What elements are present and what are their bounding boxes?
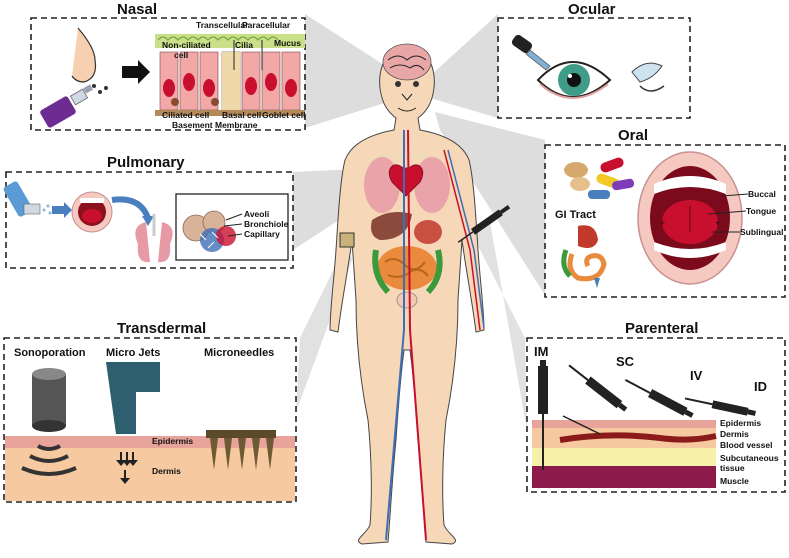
- ocular-panel: Ocular: [497, 1, 691, 119]
- sonoporation-label: Sonoporation: [14, 347, 86, 359]
- tongue-label: Tongue: [746, 206, 776, 216]
- bronchiole-label: Bronchiole: [244, 219, 289, 229]
- parenteral-title: Parenteral: [625, 320, 698, 337]
- microneedle-patch-icon: [206, 430, 276, 470]
- basal-cell-label: Basal cell: [222, 110, 261, 120]
- id-label: ID: [754, 379, 767, 394]
- syringe-iv-icon: [624, 379, 694, 418]
- ultrasound-probe-icon: [32, 368, 66, 432]
- human-body: [329, 43, 511, 545]
- aveoli-label: Aveoli: [244, 209, 269, 219]
- pulmonary-panel: Pulmonary: [3, 154, 294, 269]
- buccal-label: Buccal: [748, 189, 776, 199]
- parenteral-panel: Parenteral IM SC IV ID: [526, 320, 786, 493]
- epidermis-layer-label: Epidermis: [720, 418, 761, 428]
- epithelium-inset: [155, 34, 305, 116]
- muscle-label: Muscle: [720, 476, 749, 486]
- svg-text:+: +: [715, 218, 720, 228]
- transdermal-title: Transdermal: [117, 320, 206, 337]
- nasal-spray-icon: [40, 84, 93, 128]
- micro-jets-label: Micro Jets: [106, 347, 160, 359]
- mucus-label: Mucus: [274, 38, 301, 48]
- dermis-layer-label: Dermis: [720, 429, 749, 439]
- cell-label: cell: [174, 50, 188, 60]
- oral-title: Oral: [618, 127, 648, 144]
- epidermis-label: Epidermis: [152, 436, 193, 446]
- blood-vessel-label: Blood vessel: [720, 440, 772, 450]
- curved-arrow-icon: [111, 196, 151, 220]
- syringe-id-icon: [684, 397, 756, 416]
- syringe-im-icon: [538, 360, 548, 470]
- gi-tract-icon: [561, 225, 607, 288]
- nasal-title: Nasal: [117, 1, 157, 18]
- im-label: IM: [534, 344, 548, 359]
- ocular-title: Ocular: [568, 1, 616, 18]
- pulmonary-title: Pulmonary: [107, 154, 185, 171]
- eye-icon: [536, 61, 612, 99]
- basement-membrane-label: Basement Membrane: [172, 120, 258, 130]
- microneedles-label: Microneedles: [204, 347, 274, 359]
- cilia-label: Cilia: [235, 40, 253, 50]
- sc-label: SC: [616, 354, 635, 369]
- paracellular-label: Paracellular: [242, 20, 291, 30]
- iv-label: IV: [690, 368, 703, 383]
- arrow-icon: [122, 60, 150, 84]
- ciliated-cell-label: Ciliated cell: [162, 110, 209, 120]
- open-mouth-icon: + +: [637, 151, 749, 285]
- non-ciliated-label: Non-ciliated: [162, 40, 211, 50]
- capillary-label: Capillary: [244, 229, 280, 239]
- transdermal-panel: Transdermal Sonoporation Micro Jets Micr…: [3, 320, 297, 503]
- mouth-icon: [71, 191, 113, 233]
- subcutaneous-label: Subcutaneous: [720, 453, 779, 463]
- goblet-cell-label: Goblet cell: [262, 110, 305, 120]
- nose-icon: [71, 27, 97, 83]
- transcellular-label: Transcellular: [196, 20, 249, 30]
- syringe-sc-icon: [568, 364, 628, 412]
- sublingual-label: Sublingual: [740, 227, 783, 237]
- tissue-label: tissue: [720, 463, 745, 473]
- alveoli-inset: [182, 210, 243, 252]
- oral-panel: Oral GI Tract + +: [544, 127, 786, 298]
- pills-icon: [564, 157, 635, 199]
- contact-lens-icon: [631, 62, 665, 92]
- inhaler-icon: [3, 181, 41, 217]
- micro-jet-device-icon: [106, 362, 160, 434]
- svg-text:+: +: [660, 218, 665, 228]
- dermis-label: Dermis: [152, 466, 181, 476]
- lungs-icon: [135, 214, 173, 263]
- arrow-icon: [52, 202, 72, 218]
- nasal-panel: Nasal: [30, 1, 306, 131]
- gi-tract-label: GI Tract: [555, 209, 596, 221]
